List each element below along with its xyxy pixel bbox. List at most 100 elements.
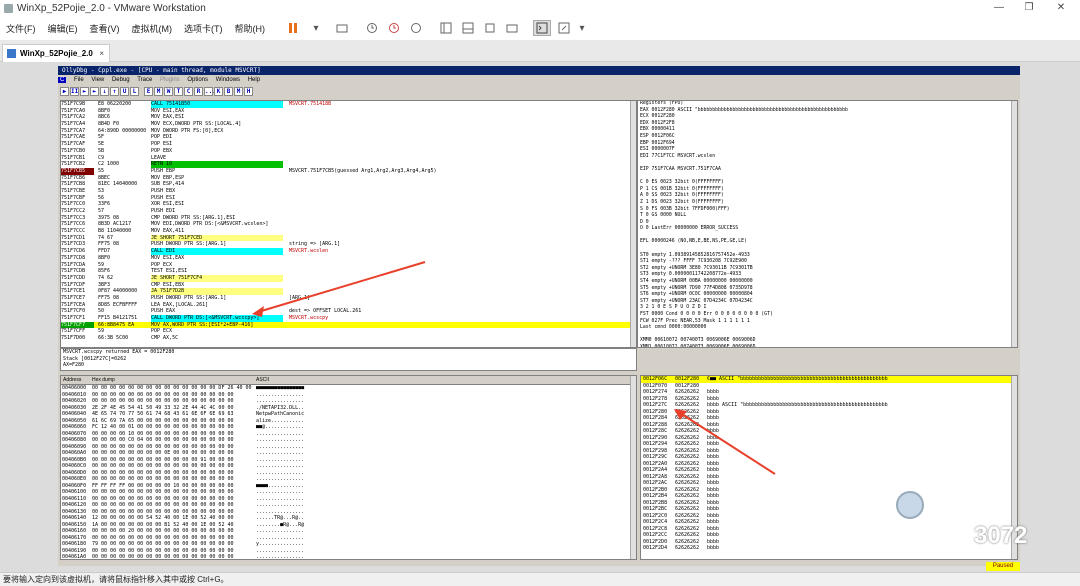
olly-menu-help[interactable]: Help [247,77,261,83]
olly-menu-debug[interactable]: Debug [111,77,130,83]
olly-toolbar-button[interactable]: ▶ [60,87,69,96]
menu-tabs[interactable]: 选项卡(T) [184,23,223,34]
olly-toolbar-button[interactable]: ↑ [110,87,119,96]
olly-toolbar-button[interactable]: L [130,87,139,96]
console-view-icon[interactable] [533,20,551,36]
stack-scrollbar[interactable] [1011,376,1017,559]
olly-toolbar-button[interactable]: ↓ [100,87,109,96]
olly-toolbar-button[interactable]: W [164,87,173,96]
olly-toolbar-button[interactable]: R [194,87,203,96]
menu-vm[interactable]: 虚拟机(M) [131,23,173,34]
stretch-dropdown-icon[interactable]: ▾ [579,22,585,34]
revert-snapshot-icon[interactable] [385,20,403,36]
olly-toolbar-button[interactable]: M [154,87,163,96]
olly-toolbar-button[interactable]: E [144,87,153,96]
maximize-button[interactable]: ❐ [1024,2,1034,13]
pause-icon[interactable] [281,20,305,36]
olly-toolbar-button[interactable]: C [184,87,193,96]
minimize-button[interactable]: — [994,2,1004,13]
olly-toolbar-button[interactable]: II [70,87,79,96]
registers-scrollbar[interactable] [1011,101,1017,347]
olly-menu-plugins[interactable]: Plugins [159,77,180,83]
dump-scrollbar[interactable] [630,376,636,559]
fullscreen-icon[interactable] [481,20,499,36]
snapshot-icon[interactable] [363,20,381,36]
registers-pane[interactable]: Registers (FPU) EAX 0012F280 ASCII "bbbb… [637,100,1018,348]
olly-menu-view[interactable]: View [91,77,105,83]
olly-menu-options[interactable]: Options [187,77,209,83]
olly-toolbar-button[interactable]: ► [80,87,89,96]
olly-menu-file[interactable]: File [74,77,84,83]
tab-vm[interactable]: WinXp_52Pojie_2.0 × [2,44,110,62]
unity-icon[interactable] [503,20,521,36]
snapshot-manager-icon[interactable] [407,20,425,36]
olly-toolbar-button[interactable]: T [174,87,183,96]
stack-top-row[interactable]: 0012F06C 0012F280 €■■ ASCII "bbbbbbbbbbb… [641,376,1017,383]
olly-toolbar-button[interactable]: H [244,87,253,96]
floating-avatar[interactable] [896,491,924,519]
olly-menu-windows[interactable]: Windows [215,77,241,83]
ollydbg-c-icon[interactable]: C [58,77,67,83]
olly-toolbar-button[interactable]: ► [90,87,99,96]
close-button[interactable]: ✕ [1056,2,1066,13]
library-icon[interactable] [437,20,455,36]
